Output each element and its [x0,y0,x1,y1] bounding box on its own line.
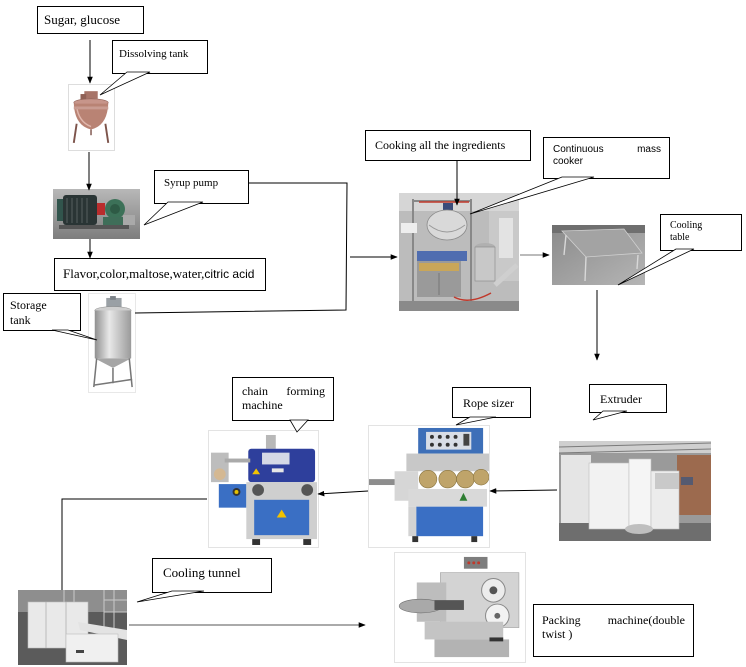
label-text: Extruder [600,392,642,406]
rope-sizer-icon [369,426,489,547]
label-text: Cooling tunnel [163,565,241,580]
label-text: Sugar, glucose [44,12,121,27]
label-text: Cooking all the ingredients [375,138,506,152]
label-cooling-table: Cooling table [660,214,742,251]
chain-forming-machine-image [208,430,319,548]
label-syrup-pump: Syrup pump [154,170,249,204]
label-text-line-1: Packing machine(double [542,613,685,627]
label-text: Flavor,color,maltose,water, [63,266,205,281]
dissolving-tank-image [68,84,115,151]
arrow-extruder-to-rope-sizer [489,488,558,494]
cooling-table-image [552,225,645,285]
label-extruder: Extruder [589,384,667,413]
label-text-line-2: table [670,232,690,243]
extruder-image [559,441,711,541]
syrup-pump-image [53,189,140,239]
table-icon [552,225,645,285]
gear-pump-icon [53,189,140,239]
label-text-line-2: machine [242,398,283,412]
label-text-line-1: Continuous mass [553,144,661,155]
label-rope-sizer: Rope sizer [452,387,531,418]
label-additives: Flavor,color,maltose,water,citric acid [54,258,266,291]
label-text-line-1: Cooling [670,220,703,231]
tunnel-icon [18,590,127,665]
label-text-line-1: Storage [10,298,47,312]
continuous-mass-cooker-image [399,193,519,311]
label-cooling-tunnel: Cooling tunnel [152,558,272,593]
label-sugar-glucose: Sugar, glucose [37,6,144,34]
rope-sizer-image [368,425,490,548]
label-text-line-1: chain forming [242,384,325,398]
label-storage-tank: Storage tank [3,293,81,331]
label-cooking-ingredients: Cooking all the ingredients [365,130,531,161]
label-text-line-2: cooker [553,156,584,167]
callout-tail-syrup-pump [143,201,204,226]
forming-machine-icon [209,431,318,547]
label-text-tail: citric acid [204,267,255,281]
label-dissolving-tank: Dissolving tank [112,40,208,74]
cooling-tunnel-image [18,590,127,665]
label-text: Dissolving tank [119,48,189,60]
label-packing-machine: Packing machine(double twist ) [533,604,694,657]
label-text-line-2: tank [10,313,31,327]
copper-kettle-icon [69,85,114,150]
label-chain-forming-machine: chain forming machine [232,377,334,421]
wrapping-machine-icon [395,553,525,662]
label-continuous-mass-cooker: Continuous mass cooker [543,137,670,179]
label-text-line-2: twist ) [542,627,573,641]
label-text: Syrup pump [164,177,219,189]
steel-tank-icon [89,295,135,391]
cooker-icon [399,193,519,311]
arrow-rope-sizer-to-chain-forming [317,490,369,497]
storage-tank-image [88,293,136,393]
label-text: Rope sizer [463,396,514,410]
packing-machine-image [394,552,526,663]
callout-tail-rope-sizer [455,416,497,426]
extruder-icon [559,441,711,541]
